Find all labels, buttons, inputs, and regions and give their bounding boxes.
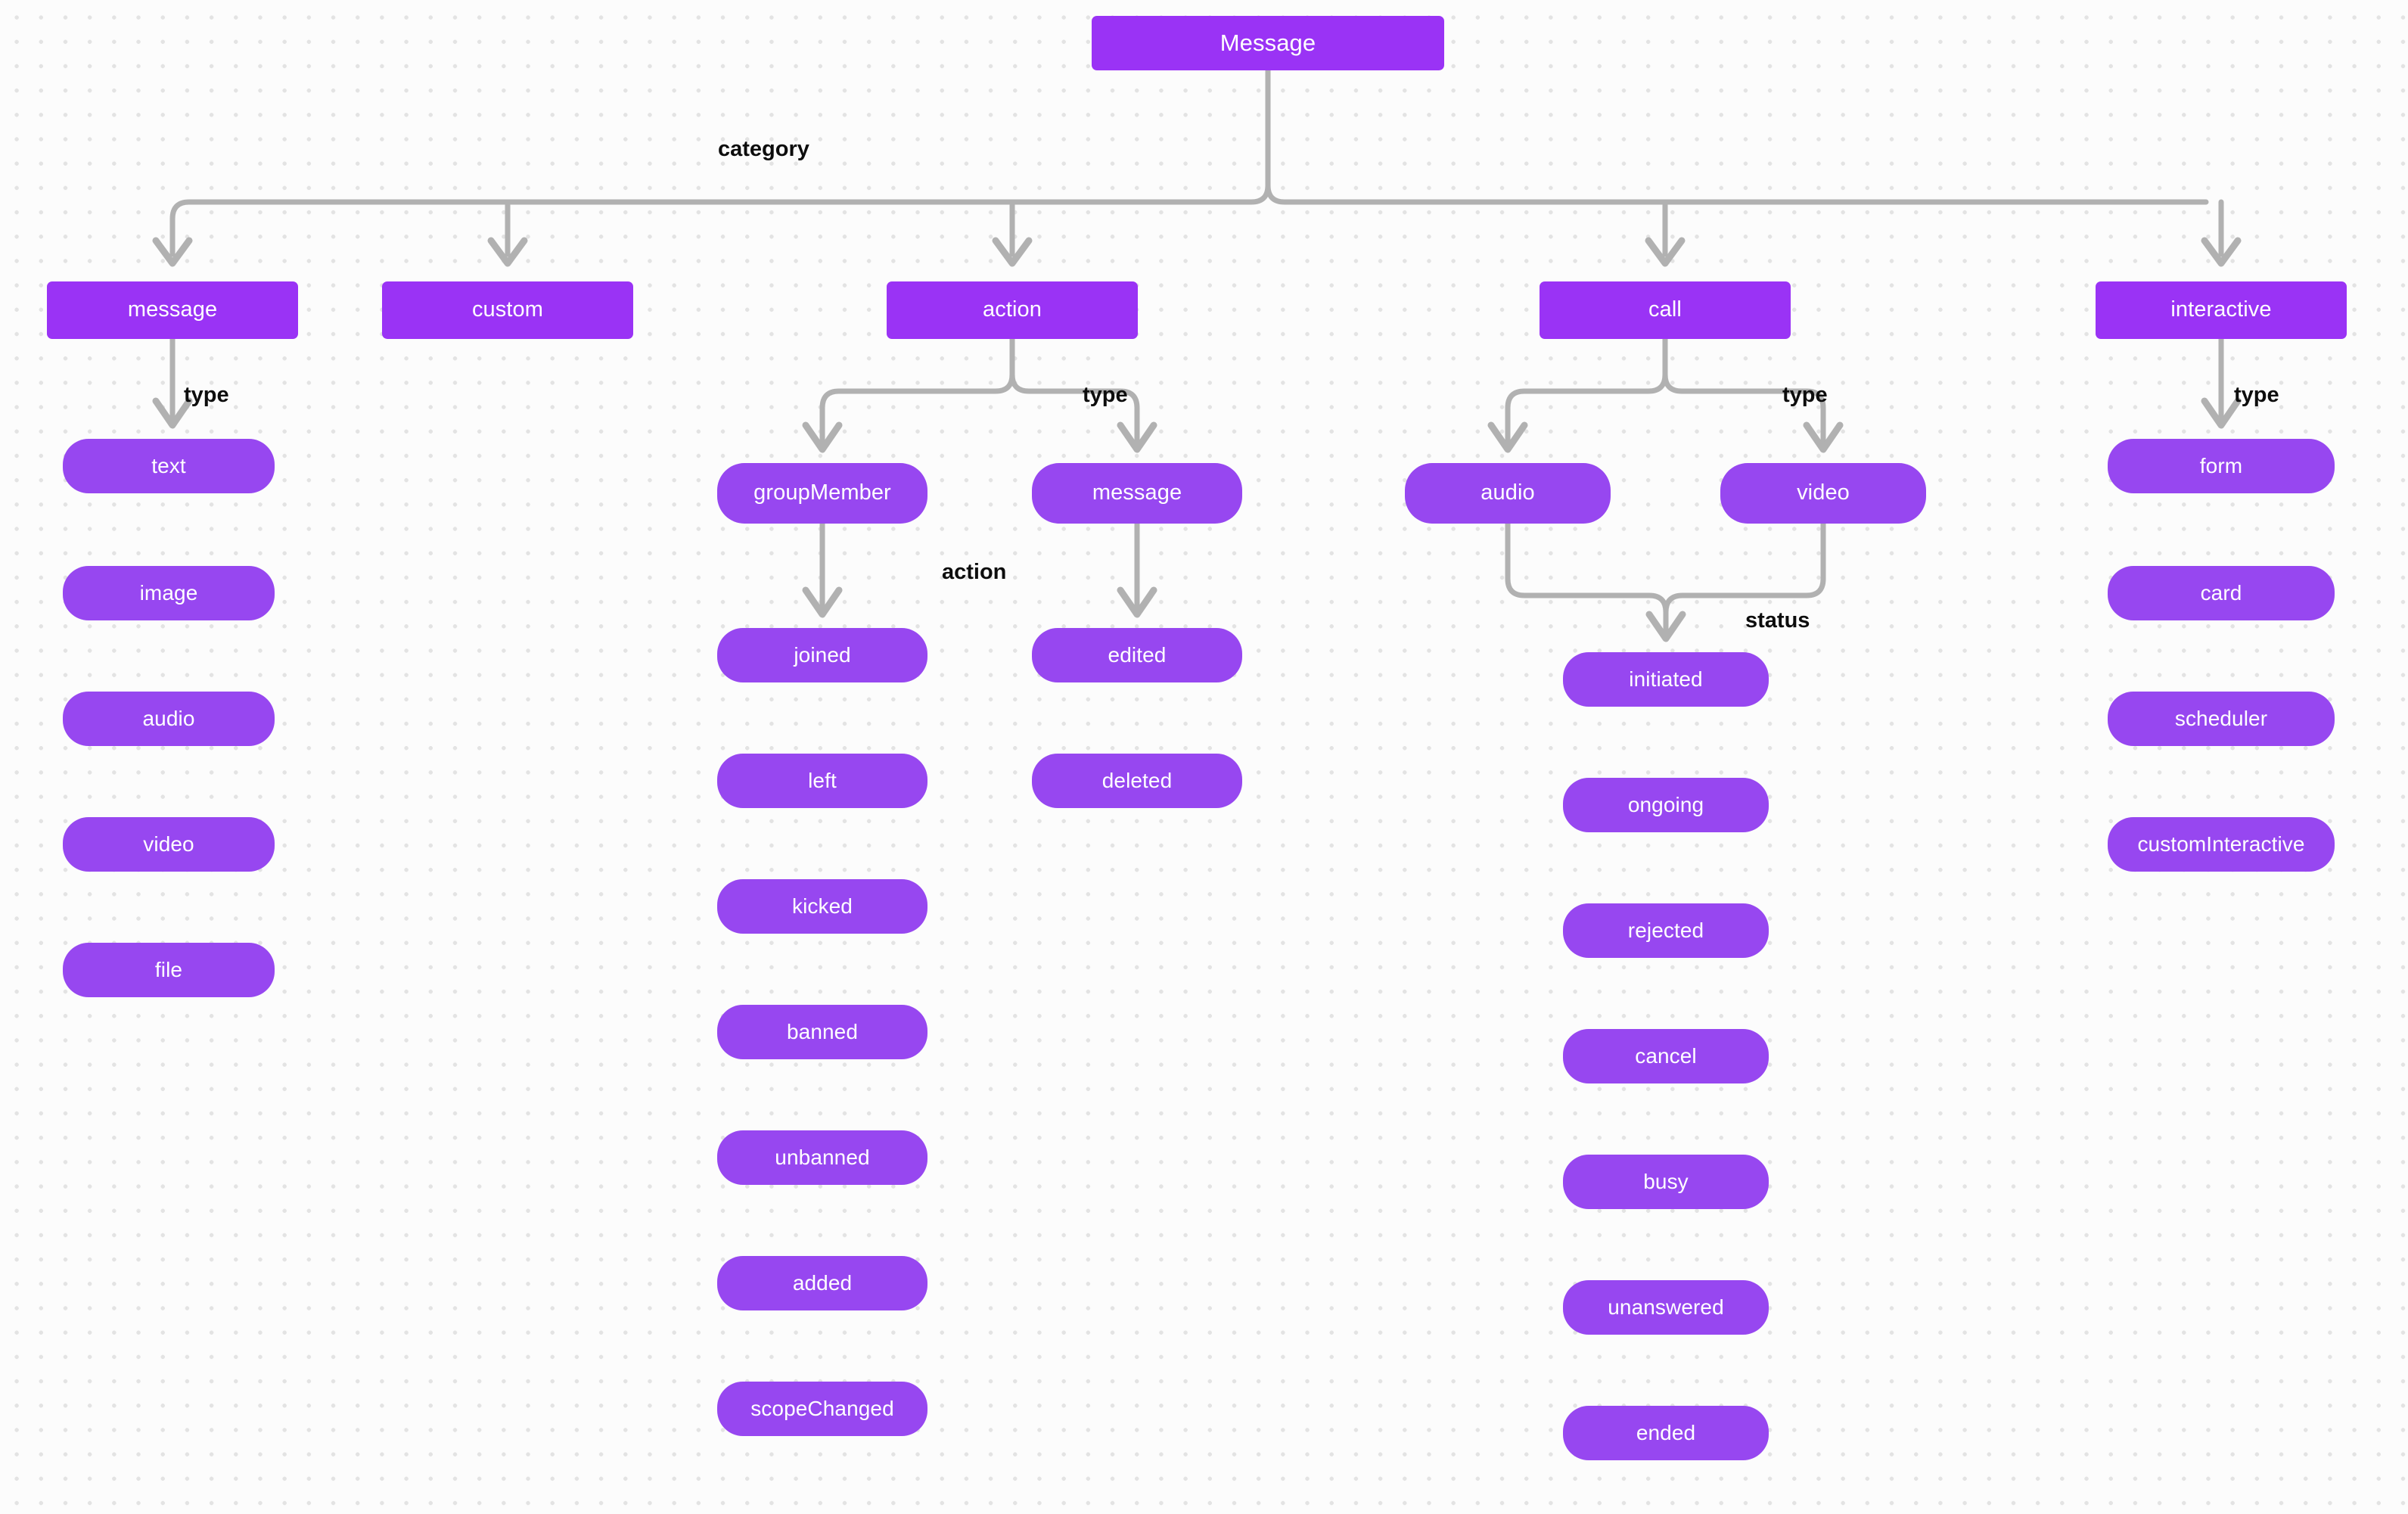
arrowhead-initiated [1645, 611, 1686, 642]
node-call-status-ended[interactable]: ended [1563, 1406, 1769, 1460]
node-action-type-message[interactable]: message [1032, 463, 1242, 524]
node-call-type-audio[interactable]: audio [1405, 463, 1611, 524]
node-messageaction-edited[interactable]: edited [1032, 628, 1242, 682]
arrowhead-call [1645, 237, 1686, 267]
node-label: left [808, 768, 837, 792]
arrowhead-groupmember [802, 421, 843, 453]
node-label: image [139, 580, 198, 605]
node-call-type-video[interactable]: video [1720, 463, 1926, 524]
arrowhead-message [152, 237, 193, 267]
node-message-type-video[interactable]: video [63, 817, 275, 872]
node-label: ended [1636, 1420, 1696, 1444]
node-category-action[interactable]: action [887, 281, 1138, 339]
node-label: call [1648, 297, 1682, 322]
arrowhead-custom [487, 237, 528, 267]
node-label: audio [1481, 480, 1535, 505]
node-call-status-initiated[interactable]: initiated [1563, 652, 1769, 707]
arrowhead-edited [1117, 586, 1157, 618]
node-label: Message [1220, 29, 1316, 56]
node-label: card [2200, 580, 2242, 605]
node-label: text [151, 453, 186, 477]
node-label: custom [471, 297, 544, 322]
node-label: banned [786, 1019, 859, 1043]
edge-root-to-bus [186, 67, 1271, 205]
node-label: unanswered [1608, 1295, 1724, 1319]
node-message-type-text[interactable]: text [63, 439, 275, 493]
edge-label-groupmember-action: action [942, 560, 1007, 584]
node-groupmember-action-unbanned[interactable]: unbanned [717, 1130, 927, 1185]
node-category-interactive[interactable]: interactive [2096, 281, 2347, 339]
node-call-status-ongoing[interactable]: ongoing [1563, 778, 1769, 832]
arrowhead-form [2201, 397, 2242, 429]
arrowhead-joined [802, 586, 843, 618]
node-label: video [143, 832, 194, 856]
node-groupmember-action-scopechanged[interactable]: scopeChanged [717, 1382, 927, 1436]
node-messageaction-deleted[interactable]: deleted [1032, 754, 1242, 808]
node-label: scheduler [2174, 706, 2268, 730]
node-label: ongoing [1627, 792, 1704, 816]
node-label: customInteractive [2137, 832, 2305, 856]
edge-audio-merge [1505, 521, 1669, 636]
node-label: busy [1643, 1169, 1689, 1193]
arrowhead-video-call [1803, 421, 1844, 453]
edge-label-category: category [718, 137, 809, 161]
node-call-status-rejected[interactable]: rejected [1563, 903, 1769, 958]
node-label: unbanned [775, 1145, 870, 1169]
edge-bus-right [1265, 182, 2209, 205]
node-groupmember-action-added[interactable]: added [717, 1256, 927, 1310]
node-groupmember-action-banned[interactable]: banned [717, 1005, 927, 1059]
node-interactive-type-card[interactable]: card [2108, 566, 2335, 620]
edge-label-message-type: type [184, 383, 229, 407]
node-category-call[interactable]: call [1540, 281, 1791, 339]
node-groupmember-action-left[interactable]: left [717, 754, 927, 808]
node-label: joined [794, 642, 851, 667]
node-label: video [1797, 480, 1850, 505]
node-label: interactive [2170, 297, 2272, 322]
node-message-type-file[interactable]: file [63, 943, 275, 997]
node-label: rejected [1627, 918, 1704, 942]
node-category-message[interactable]: message [47, 281, 298, 339]
edge-bus-to-message [169, 199, 192, 257]
node-message-type-image[interactable]: image [63, 566, 275, 620]
edge-action-split-left [819, 336, 1015, 445]
arrowhead-message-action [1117, 421, 1157, 453]
node-label: scopeChanged [750, 1396, 894, 1420]
node-label: cancel [1635, 1043, 1697, 1068]
edge-label-action-type: type [1083, 383, 1128, 407]
arrowhead-action [992, 237, 1033, 267]
node-label: edited [1108, 642, 1167, 667]
edge-label-call-status: status [1745, 608, 1810, 633]
node-label: initiated [1629, 667, 1703, 691]
node-interactive-type-custominteractive[interactable]: customInteractive [2108, 817, 2335, 872]
node-groupmember-action-kicked[interactable]: kicked [717, 879, 927, 934]
node-label: file [154, 957, 183, 981]
node-label: audio [142, 706, 195, 730]
node-root-message[interactable]: Message [1092, 16, 1444, 70]
node-label: deleted [1101, 768, 1173, 792]
edge-label-call-type: type [1782, 383, 1828, 407]
edge-call-split-left [1505, 336, 1668, 445]
node-message-type-audio[interactable]: audio [63, 692, 275, 746]
edge-label-interactive-type: type [2234, 383, 2279, 407]
node-groupmember-action-joined[interactable]: joined [717, 628, 927, 682]
node-label: added [792, 1270, 853, 1295]
node-interactive-type-form[interactable]: form [2108, 439, 2335, 493]
node-call-status-unanswered[interactable]: unanswered [1563, 1280, 1769, 1335]
node-category-custom[interactable]: custom [382, 281, 633, 339]
node-label: kicked [792, 894, 853, 918]
node-action-type-groupmember[interactable]: groupMember [717, 463, 927, 524]
node-interactive-type-scheduler[interactable]: scheduler [2108, 692, 2335, 746]
node-call-status-cancel[interactable]: cancel [1563, 1029, 1769, 1083]
node-label: message [1092, 480, 1182, 505]
arrowhead-interactive [2201, 237, 2242, 267]
node-call-status-busy[interactable]: busy [1563, 1155, 1769, 1209]
node-label: message [127, 297, 218, 322]
arrowhead-audio-call [1487, 421, 1528, 453]
node-label: action [983, 297, 1042, 322]
node-label: groupMember [753, 480, 891, 505]
node-label: form [2199, 453, 2243, 477]
